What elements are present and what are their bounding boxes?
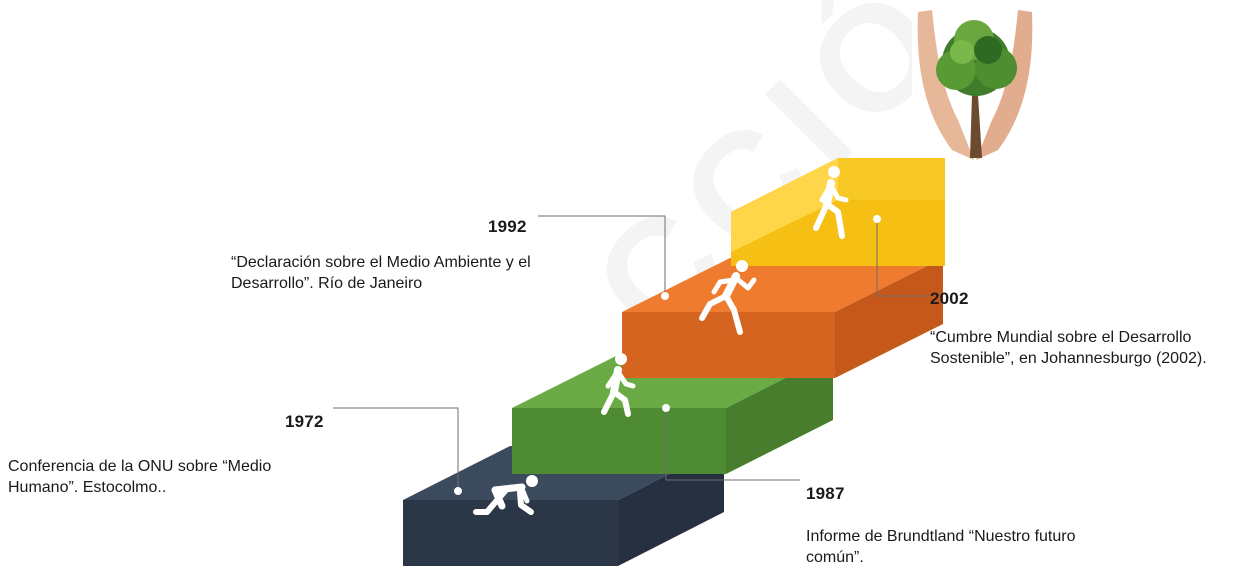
- milestone-year-2002: 2002: [930, 289, 969, 308]
- milestone-text-1987: Informe de Brundtland “Nuestro futuro co…: [806, 528, 1076, 566]
- milestone-text-1992: “Declaración sobre el Medio Ambiente y e…: [231, 254, 531, 292]
- running-person-icon: [699, 260, 757, 335]
- milestone-year-1992: 1992: [488, 217, 527, 236]
- milestone-text-2002: “Cumbre Mundial sobre el Desarrollo Sost…: [930, 329, 1207, 367]
- dot-1992: [661, 292, 669, 300]
- step-2002: [731, 158, 945, 266]
- walking-person-icon: [813, 166, 849, 239]
- milestone-text-1972: Conferencia de la ONU sobre “Medio Human…: [8, 458, 272, 496]
- walking-person-icon: [601, 353, 636, 417]
- connector-1992: [538, 215, 666, 296]
- milestone-year-1972: 1972: [285, 412, 324, 431]
- connector-1987: [665, 408, 800, 481]
- crouching-runner-icon: [473, 475, 538, 515]
- dot-2002: [873, 215, 881, 223]
- dot-1972: [454, 487, 462, 495]
- step-1992: [622, 258, 943, 378]
- milestone-year-1987: 1987: [806, 484, 845, 503]
- dot-1987: [662, 404, 670, 412]
- connector-2002: [876, 219, 930, 297]
- tree-in-hands-image: [912, 0, 1038, 162]
- connector-1972: [333, 407, 459, 491]
